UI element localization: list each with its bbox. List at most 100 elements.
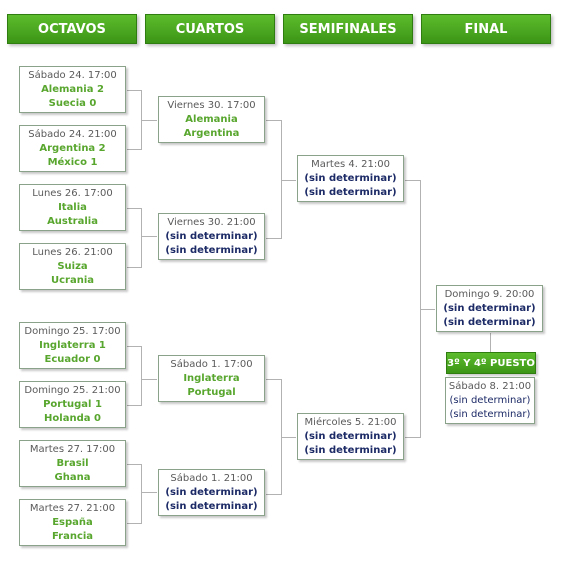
match-cuartos-3[interactable]: Sábado 1. 17:00 Inglaterra Portugal — [158, 355, 265, 402]
match-semifinal-2[interactable]: Miércoles 5. 21:00 (sin determinar) (sin… — [297, 413, 404, 460]
match-octavos-8[interactable]: Martes 27. 21:00 España Francia — [19, 499, 126, 546]
team-away: Ghana — [54, 472, 91, 483]
connector — [266, 494, 282, 495]
match-date: Lunes 26. 17:00 — [32, 188, 113, 199]
team-away: (sin determinar) — [304, 187, 397, 198]
team-away: (sin determinar) — [443, 317, 536, 328]
team-home: (sin determinar) — [449, 395, 531, 406]
team-home: España — [52, 517, 93, 528]
match-date: Martes 27. 17:00 — [29, 444, 116, 455]
team-away: (sin determinar) — [165, 245, 258, 256]
third-place-header: 3º Y 4º PUESTO — [446, 352, 536, 374]
match-cuartos-4[interactable]: Sábado 1. 21:00 (sin determinar) (sin de… — [158, 469, 265, 516]
connector — [141, 208, 142, 268]
team-away: (sin determinar) — [165, 501, 258, 512]
team-away: Suecia 0 — [48, 98, 97, 109]
connector — [141, 379, 157, 380]
connector — [127, 149, 141, 150]
connector — [266, 379, 282, 380]
team-away: Argentina — [183, 128, 240, 139]
team-away: Australia — [47, 216, 98, 227]
match-octavos-1[interactable]: Sábado 24. 17:00 Alemania 2 Suecia 0 — [19, 66, 126, 113]
match-semifinal-1[interactable]: Martes 4. 21:00 (sin determinar) (sin de… — [297, 155, 404, 202]
header-semifinales: SEMIFINALES — [283, 14, 413, 44]
team-home: Suiza — [57, 261, 88, 272]
team-home: (sin determinar) — [165, 231, 258, 242]
header-octavos: OCTAVOS — [7, 14, 137, 44]
team-away: Ecuador 0 — [44, 354, 101, 365]
match-date: Sábado 24. 21:00 — [28, 129, 117, 140]
team-home: Inglaterra 1 — [39, 340, 106, 351]
connector — [281, 437, 296, 438]
team-home: (sin determinar) — [165, 487, 258, 498]
match-date: Lunes 26. 21:00 — [32, 247, 113, 258]
connector — [127, 523, 141, 524]
team-away: México 1 — [47, 157, 98, 168]
match-final[interactable]: Domingo 9. 20:00 (sin determinar) (sin d… — [436, 285, 543, 332]
team-away: (sin determinar) — [449, 409, 531, 420]
match-date: Miércoles 5. 21:00 — [304, 417, 397, 428]
header-final-label: FINAL — [464, 21, 508, 37]
team-home: Portugal 1 — [43, 399, 102, 410]
match-cuartos-2[interactable]: Viernes 30. 21:00 (sin determinar) (sin … — [158, 213, 265, 260]
team-away: Francia — [51, 531, 94, 542]
match-third-place[interactable]: Sábado 8. 21:00 (sin determinar) (sin de… — [445, 377, 535, 424]
header-cuartos: CUARTOS — [145, 14, 275, 44]
match-date: Domingo 25. 17:00 — [24, 326, 121, 337]
match-date: Sábado 24. 17:00 — [28, 70, 117, 81]
match-octavos-5[interactable]: Domingo 25. 17:00 Inglaterra 1 Ecuador 0 — [19, 322, 126, 369]
team-home: Italia — [58, 202, 87, 213]
connector — [266, 120, 282, 121]
connector — [490, 333, 491, 352]
connector — [141, 464, 142, 524]
match-octavos-6[interactable]: Domingo 25. 21:00 Portugal 1 Holanda 0 — [19, 381, 126, 428]
header-octavos-label: OCTAVOS — [38, 21, 106, 37]
match-octavos-3[interactable]: Lunes 26. 17:00 Italia Australia — [19, 184, 126, 231]
match-date: Viernes 30. 17:00 — [167, 100, 256, 111]
header-cuartos-label: CUARTOS — [175, 21, 245, 37]
team-home: Inglaterra — [183, 373, 240, 384]
connector — [127, 346, 141, 347]
connector — [127, 405, 141, 406]
team-home: (sin determinar) — [304, 431, 397, 442]
connector — [420, 309, 435, 310]
match-octavos-4[interactable]: Lunes 26. 21:00 Suiza Ucrania — [19, 243, 126, 290]
connector — [405, 437, 421, 438]
match-date: Martes 4. 21:00 — [311, 159, 390, 170]
team-away: Ucrania — [50, 275, 95, 286]
connector — [281, 180, 296, 181]
connector — [127, 464, 141, 465]
team-home: Alemania — [185, 114, 238, 125]
match-date: Domingo 25. 21:00 — [24, 385, 121, 396]
match-octavos-7[interactable]: Martes 27. 17:00 Brasil Ghana — [19, 440, 126, 487]
connector — [266, 238, 282, 239]
team-away: Portugal — [187, 387, 236, 398]
header-semifinales-label: SEMIFINALES — [299, 21, 397, 37]
connector — [405, 180, 421, 181]
team-home: Alemania 2 — [41, 84, 104, 95]
connector — [127, 90, 141, 91]
connector — [141, 492, 157, 493]
connector — [141, 346, 142, 406]
connector — [127, 208, 141, 209]
header-final: FINAL — [421, 14, 551, 44]
team-home: Brasil — [56, 458, 89, 469]
team-home: Argentina 2 — [39, 143, 106, 154]
match-octavos-2[interactable]: Sábado 24. 21:00 Argentina 2 México 1 — [19, 125, 126, 172]
match-date: Sábado 8. 21:00 — [448, 381, 532, 392]
match-date: Martes 27. 21:00 — [29, 503, 116, 514]
connector — [141, 236, 157, 237]
match-date: Viernes 30. 21:00 — [167, 217, 256, 228]
match-date: Sábado 1. 21:00 — [170, 473, 253, 484]
connector — [127, 267, 141, 268]
connector — [281, 120, 282, 239]
team-away: Holanda 0 — [44, 413, 101, 424]
match-date: Sábado 1. 17:00 — [170, 359, 253, 370]
team-away: (sin determinar) — [304, 445, 397, 456]
match-date: Domingo 9. 20:00 — [444, 289, 535, 300]
third-place-label: 3º Y 4º PUESTO — [447, 357, 535, 369]
connector — [141, 120, 157, 121]
match-cuartos-1[interactable]: Viernes 30. 17:00 Alemania Argentina — [158, 96, 265, 143]
team-home: (sin determinar) — [443, 303, 536, 314]
team-home: (sin determinar) — [304, 173, 397, 184]
